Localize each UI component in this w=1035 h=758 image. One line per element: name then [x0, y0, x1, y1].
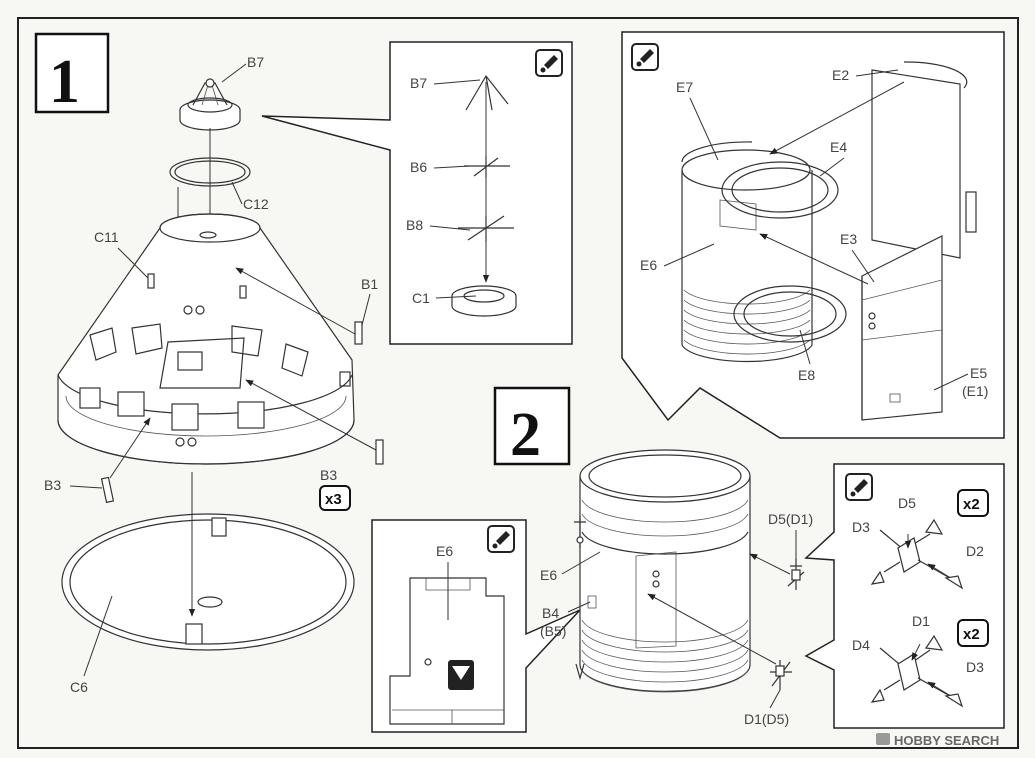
label-d5d1: D5(D1) [768, 511, 813, 527]
part-c6 [61, 513, 355, 651]
label-d1d5: D1(D5) [744, 711, 789, 727]
label-e6-top: E6 [640, 257, 657, 273]
label-e6-detail: E6 [436, 543, 453, 559]
detail-box-service-module-parts [621, 31, 1005, 439]
label-b1: B1 [361, 276, 378, 292]
label-e8: E8 [798, 367, 815, 383]
step-2-number: 2 [510, 401, 541, 469]
svg-text:x2: x2 [963, 496, 980, 513]
label-detail-c1: C1 [412, 290, 430, 306]
part-b7 [179, 78, 241, 131]
label-e4: E4 [830, 139, 847, 155]
badge-x2-bottom: x2 [957, 619, 989, 647]
label-detail-b7: B7 [410, 75, 427, 91]
label-c11: C11 [94, 229, 119, 245]
step-1-box: 1 [34, 32, 110, 116]
part-c11-cone [57, 213, 355, 465]
label-r-d3b: D3 [966, 659, 984, 675]
outer-border [17, 17, 1019, 749]
glue-icon [487, 525, 515, 553]
label-r-d5: D5 [898, 495, 916, 511]
badge-x3: x3 [319, 485, 351, 511]
label-b4: B4 [542, 605, 559, 621]
label-detail-b6: B6 [410, 159, 427, 175]
part-d1-assembly [770, 660, 792, 690]
svg-text:x2: x2 [963, 626, 980, 643]
label-e1: (E1) [962, 383, 988, 399]
label-b7: B7 [247, 54, 264, 70]
label-r-d2: D2 [966, 543, 984, 559]
glue-icon [845, 473, 873, 501]
step-2-box: 2 [493, 386, 571, 469]
glue-icon [535, 49, 563, 77]
part-b1 [354, 321, 363, 345]
svg-text:x3: x3 [325, 491, 342, 508]
label-e5: E5 [970, 365, 987, 381]
badge-x2-top: x2 [957, 489, 989, 517]
label-b3-left: B3 [44, 477, 61, 493]
part-b3-right [375, 439, 384, 465]
label-e6-main: E6 [540, 567, 557, 583]
label-b5: (B5) [540, 623, 566, 639]
detail-box-b7-assembly [261, 41, 573, 345]
label-b3-right: B3 [320, 467, 337, 483]
part-service-module [574, 449, 751, 693]
label-e3: E3 [840, 231, 857, 247]
watermark-text: HOBBY SEARCH [894, 733, 999, 748]
part-b3-left [100, 476, 115, 504]
label-e7: E7 [676, 79, 693, 95]
label-c12: C12 [243, 196, 269, 212]
glue-icon [631, 43, 659, 71]
step-1-number: 1 [49, 48, 80, 116]
watermark: HOBBY SEARCH [876, 733, 999, 748]
label-c6: C6 [70, 679, 88, 695]
label-r-d3a: D3 [852, 519, 870, 535]
part-d5-assembly [787, 558, 805, 590]
detail-box-d-parts [804, 463, 1005, 729]
label-r-d4: D4 [852, 637, 870, 653]
label-e2: E2 [832, 67, 849, 83]
label-detail-b8: B8 [406, 217, 423, 233]
label-r-d1: D1 [912, 613, 930, 629]
